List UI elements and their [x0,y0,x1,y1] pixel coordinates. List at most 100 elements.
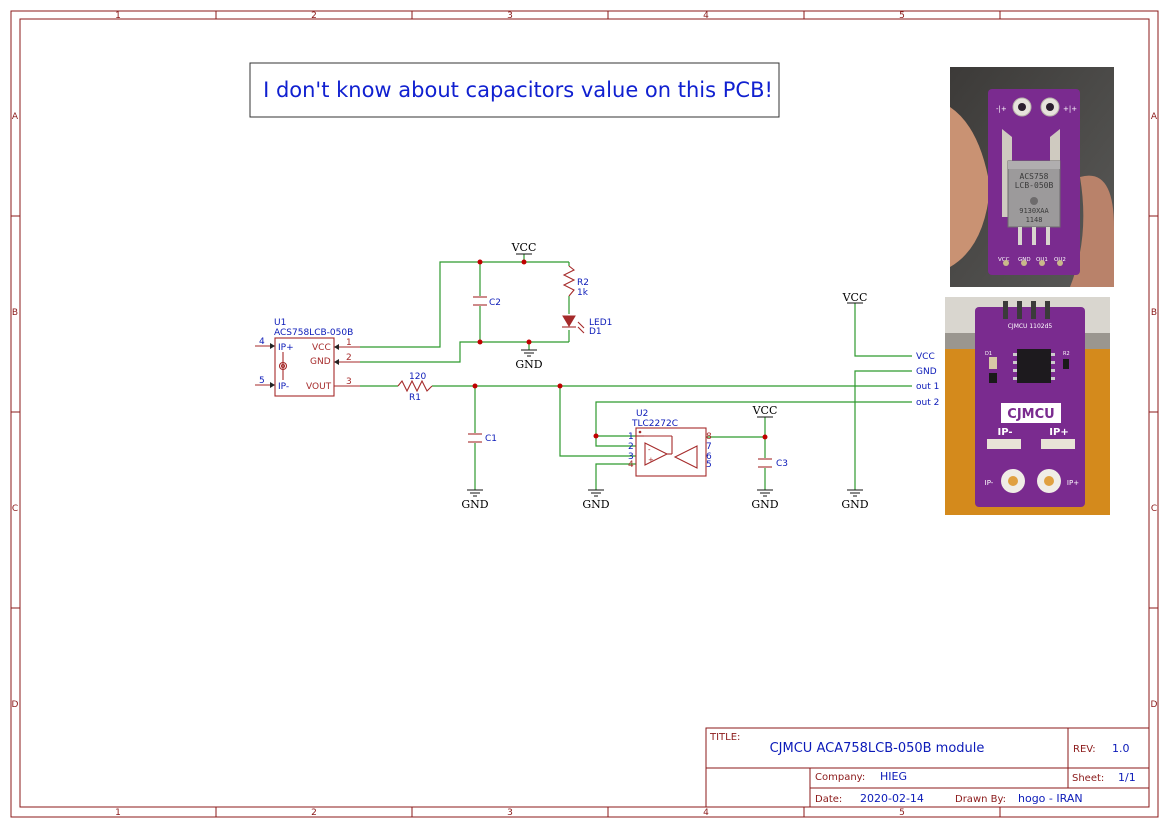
c3-ref: C3 [776,459,788,469]
r1-resistor[interactable]: 120 R1 [397,372,433,403]
column-label: 2 [311,808,317,818]
photo-sensor-top: -|+ +|+ ACS758 LCB-050B 9130XAA 1148 VCC… [950,67,1114,287]
silk-r2: R2 [1063,351,1070,357]
row-label: D [1151,700,1158,710]
u2-pin-number-2: 2 [628,442,634,452]
u1-value: ACS758LCB-050B [274,328,353,338]
u1-pin-number-2: 2 [346,353,352,363]
u2-pin-number-4: 4 [628,460,634,470]
svg-text:-: - [648,446,651,454]
pcb-pin-label: OU2 [1054,257,1066,263]
pcb-brand: CJMCU [1007,407,1054,422]
row-labels-left: A B C D [12,112,19,710]
gnd-symbol: GND [582,489,610,511]
gnd-label: GND [461,498,488,511]
gnd-symbol: GND [841,489,869,511]
gnd-symbol: GND [461,489,489,511]
sheet-label: Sheet: [1072,773,1104,784]
drawing-title: CJMCU ACA758LCB-050B module [770,741,985,756]
r2-value: 1k [577,288,589,298]
junctions [472,259,768,440]
u1-pin-number-1: 1 [346,338,352,348]
u1-pin-number-4: 4 [259,337,265,347]
silk-ip-minus: IP- [997,427,1012,438]
pcb-pin-label: OU1 [1036,257,1048,263]
note-box: I don't know about capacitors value on t… [249,62,780,118]
u1-pin-gnd: GND [310,357,331,367]
connector-net-labels: VCC GND out 1 out 2 [916,352,939,408]
u2-pin-number-6: 6 [706,452,712,462]
c2-ref: C2 [489,298,501,308]
vcc-label: VCC [752,404,778,417]
row-label: C [12,504,18,514]
sheet-frame [10,10,1159,818]
chip-marking: ACS758 [1020,172,1049,181]
u2-pin-number-5: 5 [706,460,712,470]
row-label: B [12,308,18,318]
row-label: A [1151,112,1158,122]
net-label-out1: out 1 [916,382,939,392]
vcc-symbol: VCC [752,404,778,418]
u1-symbol[interactable]: U1 ACS758LCB-050B IP+ IP- VCC GND VOUT 4… [255,318,360,397]
u2-pin-number-1: 1 [628,432,634,442]
d1-led[interactable]: LED1 D1 [562,315,612,337]
svg-text:+: + [648,456,654,464]
junction-dot [557,383,563,389]
column-label: 4 [703,808,709,818]
u1-pin-number-5: 5 [259,376,265,386]
c1-capacitor[interactable]: C1 [468,433,497,444]
net-label-gnd: GND [916,367,937,377]
column-label: 2 [311,11,317,21]
drawn-by-label: Drawn By: [955,794,1006,805]
junction-dot [477,259,483,265]
row-label: D [12,700,19,710]
r1-value: 120 [409,372,426,382]
pad-label: +|+ [1063,105,1077,113]
junction-dot [472,383,478,389]
note-text: I don't know about capacitors value on t… [263,78,773,102]
chip-marking: LCB-050B [1015,181,1054,190]
column-label: 5 [899,11,905,21]
u2-symbol[interactable]: U2 TLC2272C 1 2 3 4 8 7 6 5 - + [628,409,712,477]
u1-pin-ip-plus: IP+ [278,343,294,353]
chip-marking: 1148 [1026,216,1043,224]
row-labels-right: A B C D [1151,112,1158,710]
r2-resistor[interactable]: R2 1k [562,265,589,298]
junction-dot [762,434,768,440]
junction-dot [477,339,483,345]
rev-label: REV: [1073,744,1096,755]
vcc-label: VCC [842,291,868,304]
r2-ref: R2 [577,278,589,288]
date-label: Date: [815,794,842,805]
u2-pin-number-3: 3 [628,452,634,462]
row-label: C [1151,504,1157,514]
c3-capacitor[interactable]: C3 [758,458,788,469]
vcc-label: VCC [511,241,537,254]
sheet-value: 1/1 [1118,771,1136,784]
title-label: TITLE: [709,732,740,743]
column-labels-top: 1 2 3 4 5 [115,11,905,21]
photo-module-bottom: CJMCU 1102d5 D1 R2 CJMCU IP- IP+ IP- IP+ [945,297,1110,515]
d1-ref: D1 [589,327,602,337]
u2-pin-number-7: 7 [706,442,712,452]
u1-pin-vcc: VCC [312,343,331,353]
silk-header: CJMCU 1102d5 [1008,323,1053,330]
chip-marking: 9130XAA [1019,207,1049,215]
silk-ip-plus: IP+ [1049,427,1068,438]
gnd-symbol: GND [751,489,779,511]
pcb-pin-label: GND [1018,257,1031,263]
row-label: B [1151,308,1157,318]
junction-dot [593,433,599,439]
column-labels-bottom: 1 2 3 4 5 [115,808,905,818]
wires [360,254,912,490]
date-value: 2020-02-14 [860,792,924,805]
r1-ref: R1 [409,393,421,403]
u2-ref: U2 [636,409,648,419]
u1-ref: U1 [274,318,286,328]
silk-ip-minus-lower: IP- [985,479,994,487]
c2-capacitor[interactable]: C2 [473,296,501,308]
column-label: 3 [507,808,513,818]
rev-value: 1.0 [1112,742,1130,755]
vcc-symbol: VCC [842,291,868,304]
